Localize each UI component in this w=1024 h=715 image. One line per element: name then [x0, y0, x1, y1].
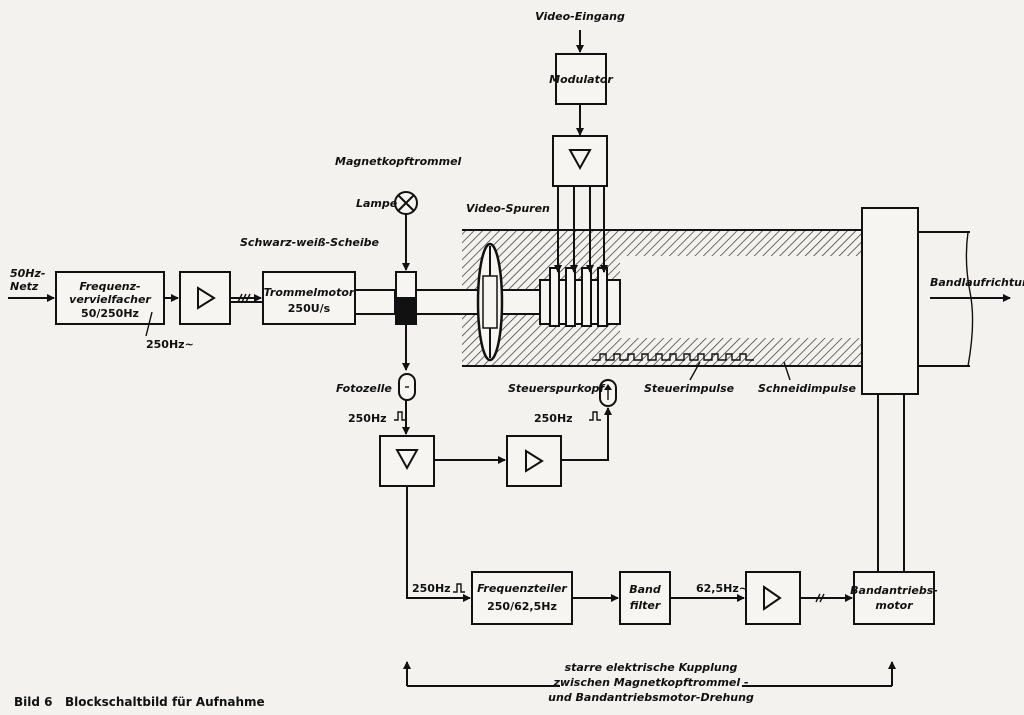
input-label-1: 50Hz-: [10, 267, 45, 280]
pulse-symbol-icon: [589, 411, 601, 421]
pulse-shaper-triangle-icon: [395, 449, 419, 471]
bw-disc-white: [395, 271, 417, 299]
freq-div-label-2: 250/62,5Hz: [487, 600, 557, 613]
bw-disc-label: Schwarz-weiß-Scheibe: [240, 236, 380, 249]
video-amplifier-block: [552, 135, 608, 187]
coupling-label-2: zwischen Magnetkopftrommel -: [552, 676, 748, 689]
tape-motor-label-1: Bandantriebs-: [850, 584, 938, 597]
tape-motor-label-2: motor: [875, 599, 913, 612]
control-head-label: Steuerspurkopf: [508, 382, 605, 395]
control-amplifier-block: [506, 435, 562, 487]
band-filter-label-1: Band: [629, 583, 661, 596]
band-filter-label-2: filter: [630, 599, 661, 612]
freq-250-a: 250Hz~: [146, 338, 194, 351]
video-input-label: Video-Eingang: [535, 10, 625, 23]
frequency-divider-block: [471, 571, 573, 625]
video-tracks-label: Video-Spuren: [466, 202, 550, 215]
control-pulses-label: Steuerimpulse: [644, 382, 735, 395]
drum-shaft-left: [354, 289, 396, 315]
pulse-shaper-block: [379, 435, 435, 487]
amplifier-1-block: [179, 271, 231, 325]
freq-mult-label-2: vervielfacher: [69, 293, 151, 306]
figure-caption: Bild 6 Blockschaltbild für Aufnahme: [14, 695, 265, 709]
tape-direction-label: Bandlaufrichtung: [930, 276, 1024, 289]
coupling-label-3: und Bandantriebsmotor-Drehung: [548, 691, 754, 704]
freq-62-5: 62,5Hz~: [696, 582, 748, 595]
coupling-label-1: starre elektrische Kupplung: [565, 661, 738, 674]
cut-pulses-label: Schneidimpulse: [758, 382, 856, 395]
head-feed-lines: [554, 186, 608, 273]
tape-motor-block: [853, 571, 935, 625]
photocell-label: Fotozelle: [336, 382, 392, 395]
freq-div-label-1: Frequenzteiler: [477, 582, 567, 595]
drum-motor-label-1: Trommelmotor: [264, 286, 355, 299]
freq-mult-label-3: 50/250Hz: [81, 307, 139, 320]
head-drum-label: Magnetkopftrommel: [335, 155, 462, 168]
input-label-2: Netz: [10, 280, 39, 293]
pulse-symbol-icon: [394, 411, 406, 421]
freq-mult-label-1: Frequenz-: [79, 280, 140, 293]
drum-motor-label-2: 250U/s: [288, 302, 331, 315]
amplifier-triangle-icon: [568, 149, 592, 171]
freq-250-c: 250Hz: [534, 412, 573, 425]
pulse-symbol-icon: [453, 583, 465, 593]
tape-window: [620, 256, 862, 338]
freq-250-d: 250Hz: [412, 582, 451, 595]
bw-disc-black: [395, 297, 417, 325]
power-amplifier-triangle-icon: [763, 585, 782, 611]
capstan-column: [861, 207, 919, 395]
amplifier-1-triangle-icon: [197, 286, 216, 310]
freq-250-b: 250Hz: [348, 412, 387, 425]
head-tips: [549, 267, 608, 327]
tape-break-line: [965, 231, 974, 367]
control-pulse-track: [592, 353, 754, 361]
control-amplifier-triangle-icon: [525, 449, 544, 473]
power-amplifier-block: [745, 571, 801, 625]
lamp-label: Lampe: [356, 197, 398, 210]
band-filter-block: [619, 571, 671, 625]
modulator-label: Modulator: [549, 73, 613, 86]
drum-motor-block: [262, 271, 356, 325]
modulator-block: [555, 53, 607, 105]
